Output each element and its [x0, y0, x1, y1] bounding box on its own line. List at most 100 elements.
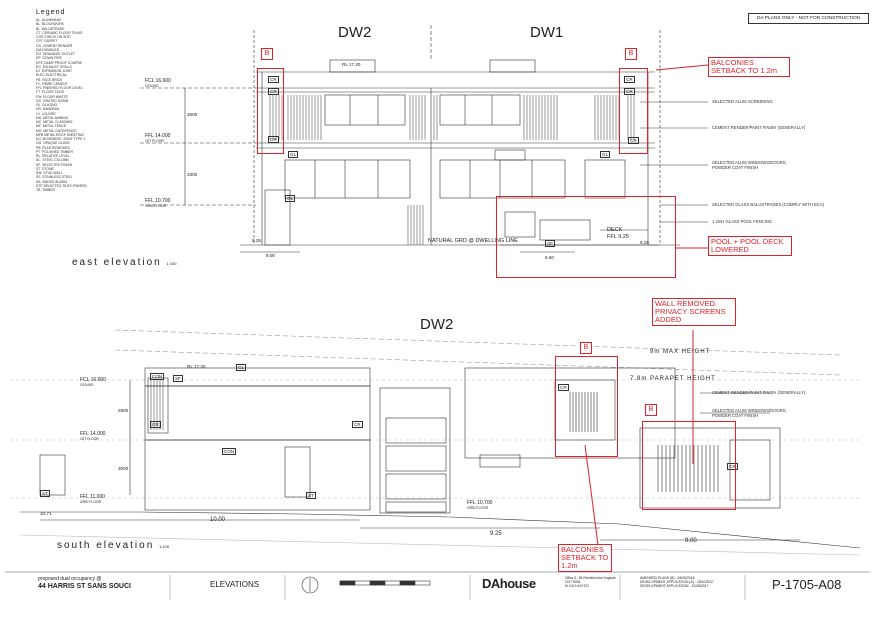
south-tag: CR: [727, 463, 738, 470]
south-tag: SF: [173, 375, 183, 382]
legend-item: GD GRATED DRAIN: [36, 98, 69, 103]
legend-item: AL ALUMINIUM: [36, 18, 61, 22]
east-tag: CR: [268, 76, 279, 83]
legend-item: FFL FINISHED FLOOR LEVEL: [36, 86, 83, 90]
legend-item: FT FLOOR TILED: [36, 90, 65, 95]
south-dim-lower: 3000: [118, 466, 129, 471]
south-tag: GL: [236, 364, 247, 371]
callout-east-balconies: BALCONIES SETBACK TO 1.2m: [708, 57, 790, 77]
south-tag: ST: [306, 492, 316, 499]
east-dim-upper: 2600: [187, 112, 198, 117]
legend-item: ELEC ELECTRICAL: [36, 73, 67, 78]
east-note-screening: SELECTED ALUM SCREENING: [712, 99, 773, 104]
legend-item: DO DRAINAGE OUTLET: [36, 52, 75, 56]
legend-item: DPC DAMP PROOF COURSE: [36, 60, 83, 65]
south-dim-upper: 2600: [118, 408, 129, 413]
legend-item: ST STONE: [36, 166, 54, 171]
legend-item: OG OPAQUE GLASS: [36, 141, 70, 146]
east-pool-highlight: [496, 196, 676, 278]
south-tag: ST: [40, 490, 50, 497]
east-note-render: CEMENT RENDER/PAINT FINISH (GENERALLY): [712, 125, 806, 130]
east-tag: CR: [268, 136, 279, 143]
east-revision-marker-right: B: [625, 48, 637, 60]
east-tag: GL: [288, 151, 299, 158]
legend-item: MC METAL CLADDING: [36, 120, 73, 124]
disclaimer-note: DA PLANS ONLY - NOT FOR CONSTRUCTION: [748, 13, 870, 24]
legend-item: MA METAL AWNING: [36, 115, 69, 120]
legend-item: FW FLOOR WASTE: [36, 94, 68, 99]
legend-item: SS STAINLESS STEEL: [36, 175, 73, 180]
south-note-windows: SELECTED ALUM WINDOWS/DOORS, POWDER COAT…: [712, 408, 787, 418]
east-elevation-title: east elevation 1:100: [72, 257, 177, 268]
legend-item: SW STUD WALL: [36, 171, 63, 175]
south-parapet-height: 7.8m PARAPET HEIGHT: [630, 376, 716, 382]
tb-sheet-title: ELEVATIONS: [210, 580, 260, 589]
legend-item: SC STEEL COLUMN: [36, 158, 69, 163]
legend-title: Legend: [36, 9, 66, 16]
tb-occupancy: proposed dual occupancy @: [38, 576, 102, 582]
east-ground-label: NATURAL GRD @ DWELLING LINE: [428, 238, 518, 244]
callout-south-balconies: BALCONIES SETBACK TO 1.2m: [558, 544, 612, 572]
east-rl-right: 9.25: [640, 240, 649, 245]
tb-brand-logo: DAhouse: [482, 576, 536, 591]
south-tag: CON: [222, 448, 237, 455]
legend-item: PT POLISHED TIMBER: [36, 149, 73, 154]
east-note-windows: SELECTED ALUM WINDOWS/DOORS, POWDER COAT…: [712, 160, 787, 170]
legend-item: FC FIBRE CEMENT: [36, 81, 68, 86]
legend-item: FB FACE BRICK: [36, 77, 63, 82]
east-note-pool-fence: 1.2mH GLASS POOL FENCING: [712, 219, 773, 224]
legend-item: CPT CARPET: [36, 39, 58, 44]
east-dw1-heading: DW1: [530, 24, 564, 41]
east-tag: CR: [624, 76, 635, 83]
east-rl-label: RL 17.20: [342, 62, 361, 67]
legend-item: MFB METAL ROOF SHEETING: [36, 132, 85, 137]
south-balcony-highlight-right: [642, 421, 736, 510]
legend-item: CT CERAMIC FLOOR TILING: [36, 30, 83, 35]
legend-item: RL RELATIVE LEVEL: [36, 154, 70, 158]
legend-item: EG EXHAUST GRILLS: [36, 64, 72, 69]
east-revision-marker-left: B: [261, 48, 273, 60]
legend-item: CR CEMENT RENDER: [36, 43, 73, 48]
east-tag: SF: [545, 240, 555, 247]
south-revision-marker-right: B: [645, 404, 657, 416]
south-tag: CR: [150, 421, 161, 428]
south-balcony-highlight-left: [555, 356, 618, 457]
legend-item: BL BALUSTRADE: [36, 26, 65, 31]
east-deck-level: FFL 9.25: [607, 234, 629, 240]
south-dim-900: 9.00: [685, 538, 697, 544]
south-tag: CR: [352, 421, 363, 428]
legend-item: LV LOUVRE: [36, 111, 56, 116]
east-dim-900: 9.00: [266, 253, 275, 258]
east-balcony-highlight-right: [619, 68, 648, 154]
legend-item: GL GLAZING: [36, 103, 58, 107]
east-tag: GL: [285, 195, 296, 202]
south-dim-1000: 10.00: [210, 517, 226, 523]
south-dw2-heading: DW2: [420, 316, 454, 333]
legend-item: STP SELECTED TILES /PAVERS: [36, 183, 87, 188]
south-tag: CR: [558, 384, 569, 391]
legend-item: BL BLOCKWORK: [36, 22, 64, 27]
south-max-height: 9m MAX HEIGHT: [650, 349, 711, 355]
tb-office-contact: Office 3 - 55 President Ave Kogarah 2217…: [565, 576, 616, 588]
east-tag: CR: [624, 88, 635, 95]
legend-item: MJ MOVEMENT JOINT TYPE 1: [36, 137, 86, 141]
callout-south-wall: WALL REMOVED. PRIVACY SCREENS ADDED: [652, 298, 736, 326]
south-rl-label: RL 17.20: [187, 364, 206, 369]
east-tag: CR: [628, 137, 639, 144]
legend-item: SF SELECTED FINISH: [36, 162, 73, 167]
tb-address: 44 HARRIS ST SANS SOUCI: [38, 583, 131, 590]
legend-item: TB TIMBER: [36, 188, 55, 192]
east-dim-lower: 3300: [187, 172, 198, 177]
south-revision-marker-left: B: [580, 342, 592, 354]
south-rl-bottom-left: 10.71: [40, 511, 52, 516]
legend-item: DIA DISABLED: [36, 47, 60, 52]
east-deck-label: DECK: [607, 227, 623, 233]
east-dw2-heading: DW2: [338, 24, 372, 41]
